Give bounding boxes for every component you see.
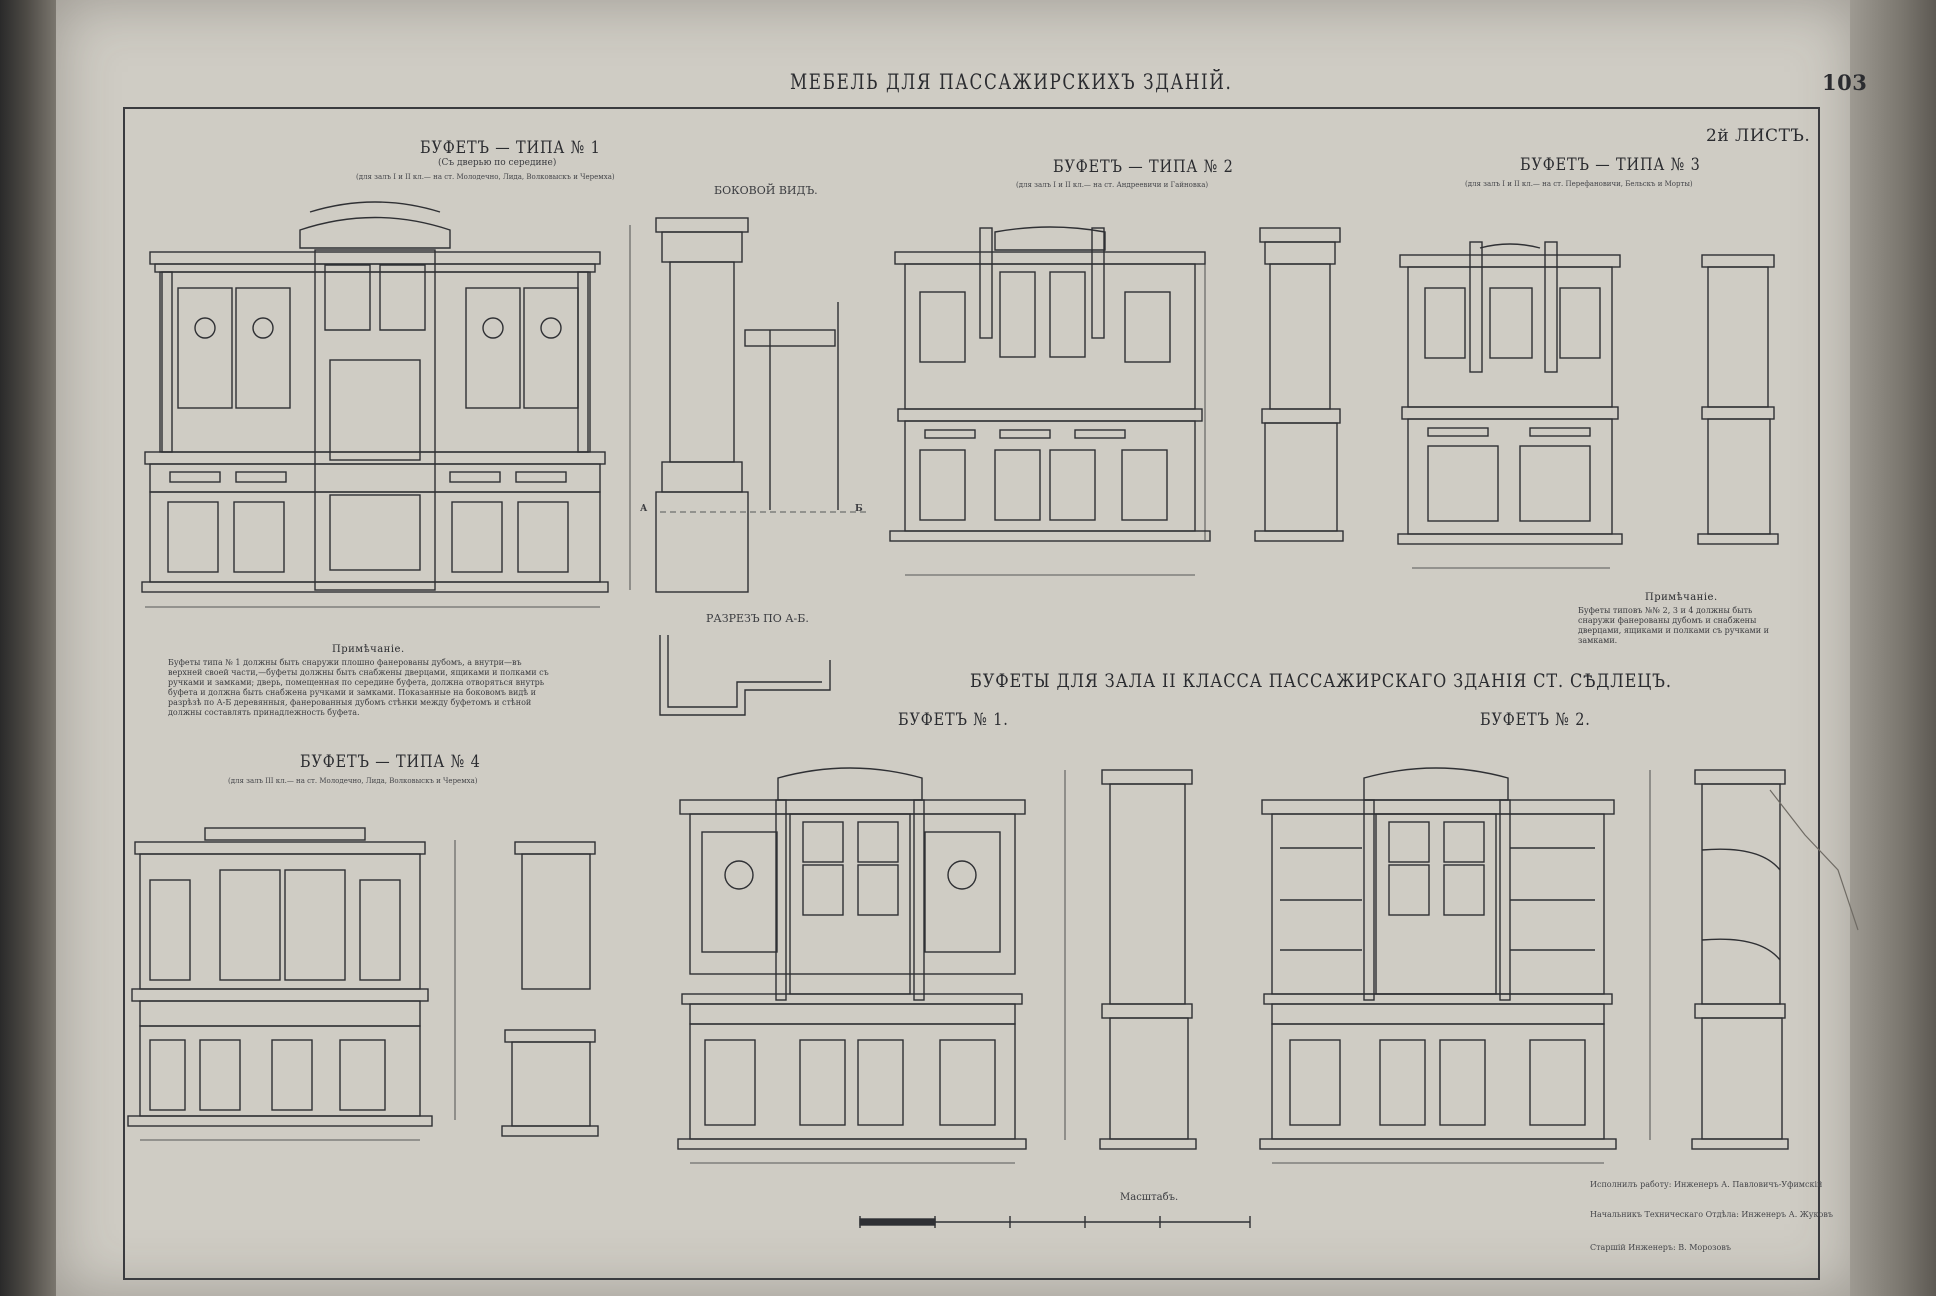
page-title: МЕБЕЛЬ ДЛЯ ПАССАЖИРСКИХЪ ЗДАНІЙ. xyxy=(790,70,1233,94)
section-mark-b: Б xyxy=(855,504,863,514)
buffet-type-1-front-elevation xyxy=(141,201,631,608)
buffet-type-4-front-elevation xyxy=(127,827,456,1141)
section-a-b xyxy=(659,635,831,716)
book-spine-shadow xyxy=(0,0,66,1296)
signature-2: Начальникъ Техническаго Отдѣла: Инженеръ… xyxy=(1590,1210,1833,1219)
section-label: РАЗРЕЗЪ ПО А-Б. xyxy=(706,612,809,625)
buffet-type-4-side-view xyxy=(501,841,599,1137)
siedlce-buffet-2-title: БУФЕТЪ № 2. xyxy=(1480,710,1591,730)
siedlce-buffet-1-side-view xyxy=(1099,769,1197,1150)
buffet-type-3-side-view xyxy=(1697,254,1779,545)
left-note-heading: Примѣчаніе. xyxy=(332,644,405,655)
buffet-type-1-note: (для залъ I и II кл.— на ст. Молодечно, … xyxy=(356,173,615,181)
side-view-label: БОКОВОЙ ВИДЪ. xyxy=(714,184,818,197)
buffet-type-3-front-elevation xyxy=(1397,241,1623,569)
siedlce-heading: БУФЕТЫ ДЛЯ ЗАЛА II КЛАССА ПАССАЖИРСКАГО … xyxy=(970,670,1672,692)
right-note-body: Буфеты типовъ №№ 2, 3 и 4 должны быть сн… xyxy=(1578,606,1769,645)
signature-1: Исполнилъ работу: Инженеръ А. Павловичъ-… xyxy=(1590,1180,1823,1189)
drawing-frame xyxy=(123,107,1820,1280)
siedlce-buffet-2-side-view xyxy=(1691,769,1789,1150)
section-mark-a: А xyxy=(640,504,648,514)
siedlce-buffet-1-title: БУФЕТЪ № 1. xyxy=(898,710,1009,730)
signature-3: Старшій Инженеръ: В. Морозовъ xyxy=(1590,1243,1731,1252)
buffet-type-4-title: БУФЕТЪ — ТИПА № 4 xyxy=(300,752,481,772)
left-note-body: Буфеты типа № 1 должны быть снаружи плош… xyxy=(168,658,549,717)
scale-label: Масштабъ. xyxy=(1120,1192,1179,1203)
right-note-heading: Примѣчаніе. xyxy=(1645,592,1718,603)
buffet-type-2-title: БУФЕТЪ — ТИПА № 2 xyxy=(1053,157,1234,177)
sheet-label: 2й ЛИСТЪ. xyxy=(1706,126,1811,146)
buffet-type-3-note: (для залъ I и II кл.— на ст. Перефанович… xyxy=(1465,180,1693,188)
buffet-type-2-front-elevation xyxy=(889,226,1211,576)
buffet-type-1-side-view xyxy=(655,217,870,593)
buffet-type-3-title: БУФЕТЪ — ТИПА № 3 xyxy=(1520,155,1701,175)
siedlce-buffet-2-front-elevation xyxy=(1259,767,1651,1164)
siedlce-buffet-1-front-elevation xyxy=(677,767,1066,1164)
buffet-type-1-title: БУФЕТЪ — ТИПА № 1 xyxy=(420,138,601,158)
page-edge xyxy=(1850,0,1936,1296)
buffet-type-2-side-view xyxy=(1254,227,1344,542)
buffet-type-2-note: (для залъ I и II кл.— на ст. Андреевичи … xyxy=(1016,181,1209,189)
paper-tear xyxy=(1769,789,1859,931)
scale-bar xyxy=(859,1216,1251,1228)
drawing-sheet xyxy=(56,0,1856,1296)
buffet-type-1-subtitle: (Съ дверью по середине) xyxy=(438,158,557,168)
page-number: 103 xyxy=(1822,70,1868,95)
buffet-type-4-note: (для залъ III кл.— на ст. Молодечно, Лид… xyxy=(228,777,478,785)
